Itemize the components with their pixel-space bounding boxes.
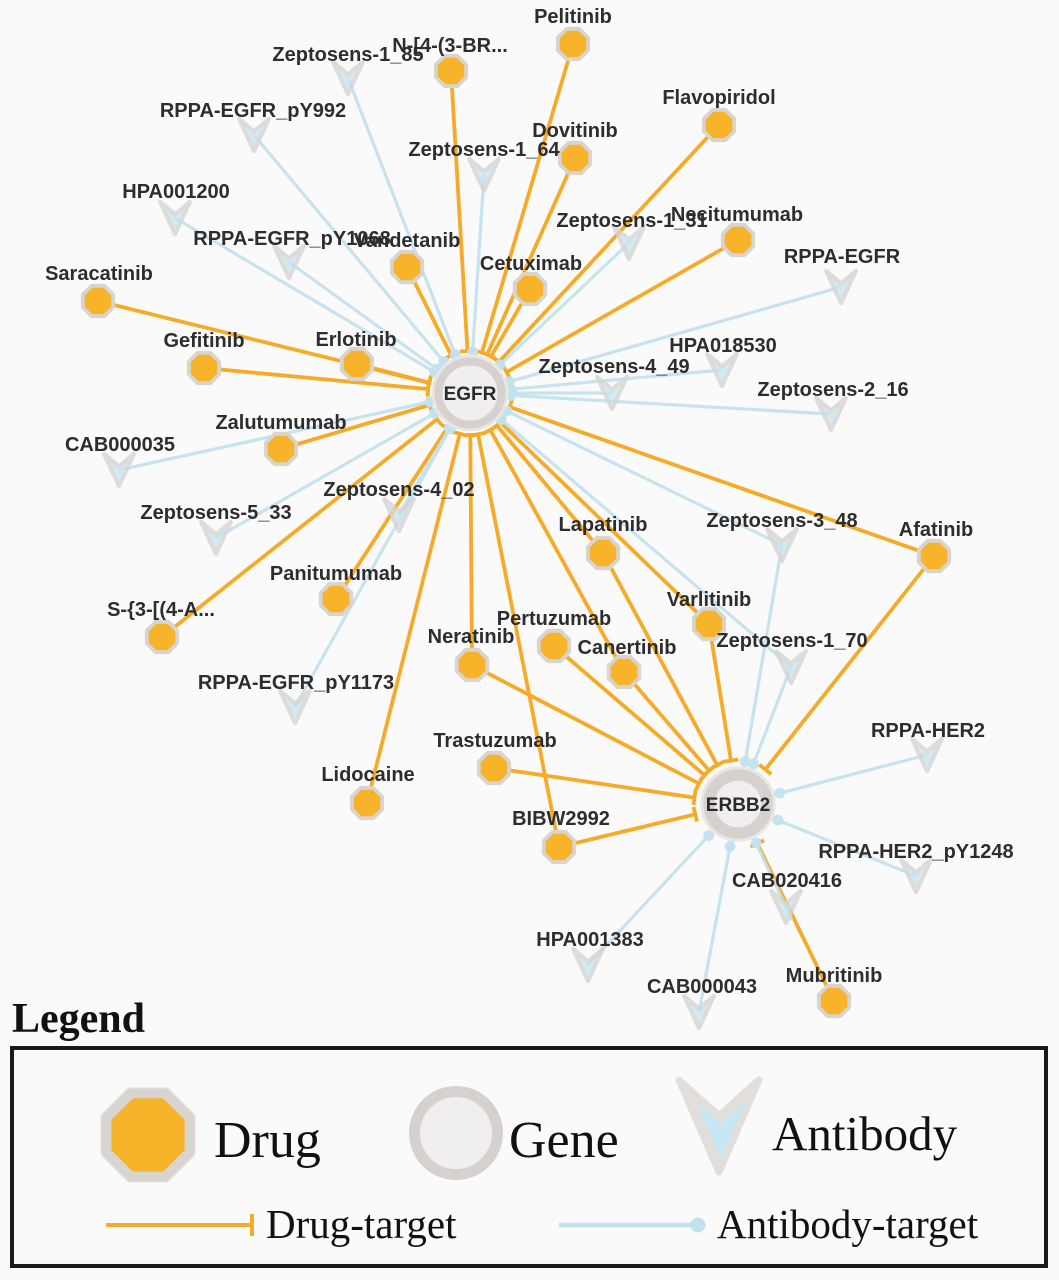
svg-text:Drug-target: Drug-target — [266, 1201, 457, 1247]
svg-text:Zeptosens-4_49: Zeptosens-4_49 — [538, 356, 689, 378]
svg-text:Gene: Gene — [509, 1112, 619, 1169]
svg-text:CAB000035: CAB000035 — [65, 434, 175, 456]
svg-text:RPPA-EGFR_pY1068: RPPA-EGFR_pY1068 — [193, 228, 390, 250]
svg-text:Zeptosens-1_64: Zeptosens-1_64 — [408, 139, 560, 161]
svg-text:Antibody: Antibody — [772, 1106, 958, 1161]
svg-text:BIBW2992: BIBW2992 — [512, 808, 610, 830]
svg-text:Cetuximab: Cetuximab — [480, 253, 582, 275]
svg-text:S-{3-[(4-A...: S-{3-[(4-A... — [107, 599, 215, 621]
svg-text:CAB020416: CAB020416 — [732, 870, 842, 892]
svg-text:Mubritinib: Mubritinib — [786, 965, 883, 987]
svg-text:ERBB2: ERBB2 — [706, 795, 770, 816]
svg-text:RPPA-EGFR: RPPA-EGFR — [784, 246, 901, 268]
svg-text:Varlitinib: Varlitinib — [667, 589, 751, 611]
svg-text:RPPA-EGFR_pY992: RPPA-EGFR_pY992 — [160, 100, 346, 122]
svg-text:Pelitinib: Pelitinib — [534, 6, 612, 28]
svg-text:Zeptosens-5_33: Zeptosens-5_33 — [140, 502, 291, 524]
svg-text:Vandetanib: Vandetanib — [354, 230, 461, 252]
svg-text:Zeptosens-1_70: Zeptosens-1_70 — [716, 630, 867, 652]
svg-text:CAB000043: CAB000043 — [647, 976, 757, 998]
svg-text:Afatinib: Afatinib — [899, 519, 973, 541]
svg-text:Zeptosens-3_48: Zeptosens-3_48 — [706, 510, 857, 532]
svg-text:Antibody-target: Antibody-target — [717, 1201, 979, 1247]
svg-text:Zeptosens-4_02: Zeptosens-4_02 — [323, 479, 474, 501]
svg-text:HPA001383: HPA001383 — [536, 929, 643, 951]
svg-text:Canertinib: Canertinib — [578, 637, 677, 659]
svg-text:Neratinib: Neratinib — [428, 626, 515, 648]
svg-text:Zeptosens-1_31: Zeptosens-1_31 — [556, 210, 707, 232]
svg-text:HPA001200: HPA001200 — [122, 181, 229, 203]
svg-text:HPA018530: HPA018530 — [669, 335, 776, 357]
svg-text:Erlotinib: Erlotinib — [315, 329, 396, 351]
svg-text:Lidocaine: Lidocaine — [321, 764, 414, 786]
svg-text:Panitumumab: Panitumumab — [270, 563, 402, 585]
svg-text:RPPA-EGFR_pY1173: RPPA-EGFR_pY1173 — [198, 672, 394, 694]
svg-text:Necitumumab: Necitumumab — [671, 204, 803, 226]
svg-text:Trastuzumab: Trastuzumab — [433, 730, 556, 752]
svg-text:Dovitinib: Dovitinib — [532, 120, 618, 142]
svg-text:Drug: Drug — [214, 1112, 321, 1169]
svg-text:Pertuzumab: Pertuzumab — [497, 608, 611, 630]
svg-text:RPPA-HER2_pY1248: RPPA-HER2_pY1248 — [818, 841, 1013, 863]
svg-text:EGFR: EGFR — [444, 384, 497, 405]
svg-text:Zeptosens-1_85: Zeptosens-1_85 — [272, 44, 423, 66]
svg-text:Zeptosens-2_16: Zeptosens-2_16 — [757, 379, 908, 401]
svg-text:N-[4-(3-BR...: N-[4-(3-BR... — [392, 35, 508, 57]
svg-text:Gefitinib: Gefitinib — [163, 330, 244, 352]
svg-text:Flavopiridol: Flavopiridol — [662, 87, 775, 109]
svg-text:RPPA-HER2: RPPA-HER2 — [871, 720, 985, 742]
svg-text:Saracatinib: Saracatinib — [45, 263, 153, 285]
svg-text:Zalutumumab: Zalutumumab — [215, 412, 346, 434]
svg-text:Lapatinib: Lapatinib — [559, 514, 648, 536]
svg-text:Legend: Legend — [12, 996, 145, 1042]
